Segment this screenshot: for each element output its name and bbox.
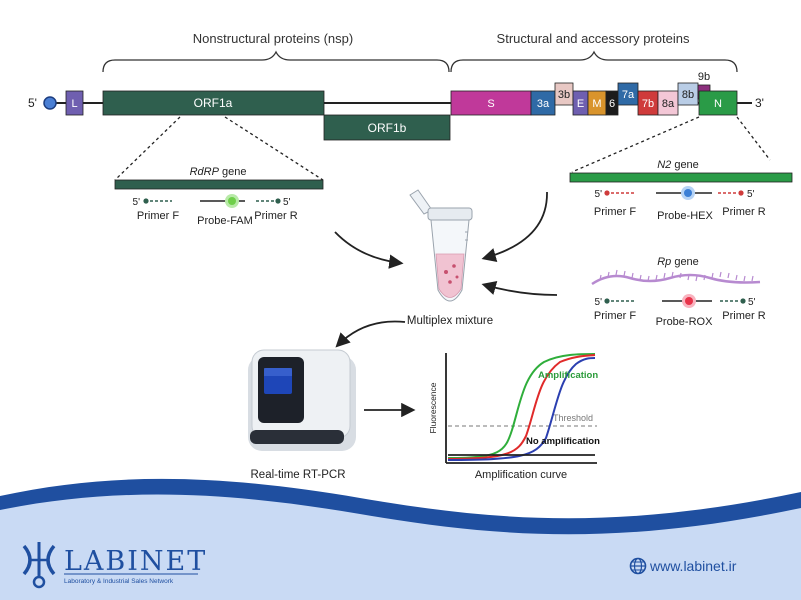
pcr-machine-icon: [248, 349, 356, 451]
rdrp-zoom-line-left: [114, 116, 181, 181]
amplification-label: Amplification: [538, 370, 598, 381]
rdrp-zoom-line-right: [224, 116, 324, 181]
pcr-tube-icon: [409, 189, 473, 302]
rdrp-primer-r-5prime: 5': [283, 197, 291, 208]
genome-3-prime: 3': [755, 96, 764, 110]
n2-primer-r-5prime: 5': [747, 189, 755, 200]
segment-7a-label: 7a: [622, 89, 635, 101]
segment-3a: [530, 90, 556, 116]
structural-brace: [450, 50, 738, 73]
rdrp-gene-bar: [114, 179, 324, 190]
rdrp-primer-f-dot: [143, 198, 149, 204]
rp-primer-r-label: Primer R: [722, 310, 765, 322]
segment-7b-label: 7b: [642, 98, 654, 110]
segment-S: [450, 90, 532, 116]
segment-9b-label: 9b: [698, 71, 710, 83]
rp-primer-f-5prime: 5': [595, 297, 603, 308]
segment-N-label: N: [714, 98, 722, 110]
segment-N: [698, 90, 738, 116]
pcr-label: Real-time RT-PCR: [251, 469, 346, 481]
n2-gene-label: N2 gene: [657, 159, 699, 171]
brand-name: LABINET: [64, 546, 207, 577]
amplification-chart: Fluorescence Threshold Amplification No …: [428, 353, 600, 464]
chart-y-label: Fluorescence: [428, 382, 438, 433]
segment-S-label: S: [487, 98, 494, 110]
labinet-logo-icon: [22, 542, 56, 589]
arrow-rp-to-tube: [481, 281, 558, 296]
n2-probe-dot: [684, 189, 692, 197]
genome-5-prime: 5': [28, 96, 37, 110]
arrow-n2-to-tube: [481, 191, 548, 262]
structural-label: Structural and accessory proteins: [497, 31, 690, 46]
n2-probe-label: Probe-HEX: [657, 210, 713, 222]
segment-orf1a-label: ORF1a: [194, 96, 233, 110]
cap-circle: [43, 96, 57, 110]
rp-primer-r-dot: [740, 298, 746, 304]
segment-M-label: M: [592, 98, 601, 110]
rdrp-probe-dot: [228, 197, 236, 205]
rp-probe-dot: [685, 297, 693, 305]
rp-primer-f-dot: [604, 298, 610, 304]
segment-3b-label: 3b: [558, 89, 570, 101]
nsp-brace: [102, 50, 450, 73]
threshold-label: Threshold: [553, 413, 593, 423]
segment-orf1b: [323, 114, 451, 141]
footer-wave-light: [0, 494, 801, 600]
rdrp-primer-f-label: Primer F: [137, 210, 179, 222]
segment-L-label: L: [71, 98, 77, 110]
n2-zoom-line-right: [736, 116, 771, 161]
n2-primer-r-label: Primer R: [722, 206, 765, 218]
segment-E-label: E: [577, 98, 584, 110]
n2-primer-r-dot: [738, 190, 744, 196]
segment-3a-label: 3a: [537, 98, 550, 110]
rp-gene-strand: [591, 273, 761, 286]
curve-blue: [447, 357, 596, 461]
n2-primer-f-5prime: 5': [595, 189, 603, 200]
rdrp-probe-label: Probe-FAM: [197, 215, 253, 227]
rp-gene-ticks: [599, 269, 754, 282]
arrow-rdrp-to-tube: [334, 231, 404, 269]
website-link[interactable]: www.labinet.ir: [649, 558, 737, 574]
rp-probe-label: Probe-ROX: [656, 316, 714, 328]
n2-gene-bar: [569, 172, 793, 183]
mixture-label: Multiplex mixture: [407, 315, 493, 327]
segment-8b-label: 8b: [682, 89, 694, 101]
segment-orf1a: [102, 90, 325, 116]
segment-8a-label: 8a: [662, 98, 675, 110]
rdrp-gene-label: RdRP gene: [190, 166, 247, 178]
segment-orf1b-label: ORF1b: [368, 121, 407, 135]
segment-L: [65, 90, 84, 116]
globe-icon: [629, 557, 647, 575]
rdrp-primer-r-label: Primer R: [254, 210, 297, 222]
segment-6-label: 6: [609, 98, 615, 110]
rp-gene-label: Rp gene: [657, 256, 699, 268]
brand-tagline: Laboratory & Industrial Sales Network: [64, 578, 174, 585]
rdrp-primer-f-5prime: 5': [133, 197, 141, 208]
arrow-tube-to-machine: [335, 320, 406, 348]
rdrp-primer-r-dot: [275, 198, 281, 204]
n2-primer-f-label: Primer F: [594, 206, 636, 218]
rp-primer-r-5prime: 5': [748, 297, 756, 308]
no-amplification-label: No amplification: [526, 436, 600, 447]
chart-x-label: Amplification curve: [475, 469, 567, 481]
n2-zoom-line-left: [571, 116, 700, 173]
curve-green: [447, 353, 596, 459]
rp-primer-f-label: Primer F: [594, 310, 636, 322]
nsp-label: Nonstructural proteins (nsp): [193, 31, 353, 46]
n2-primer-f-dot: [604, 190, 610, 196]
